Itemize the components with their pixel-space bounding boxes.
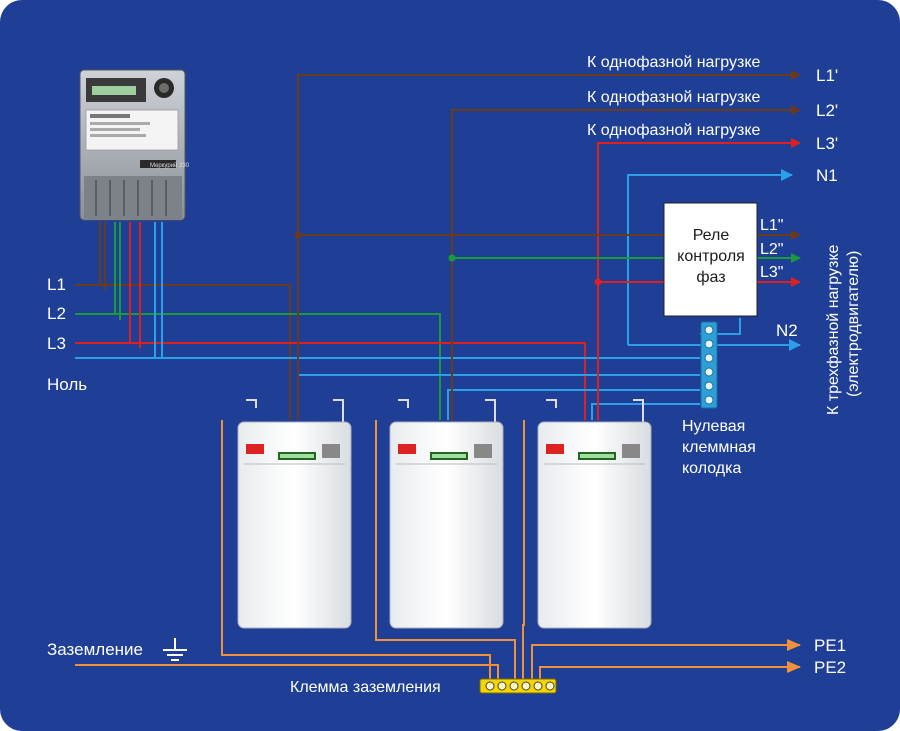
input-l1: L1 <box>47 275 66 294</box>
neutral-block-label-line3: колодка <box>682 460 741 477</box>
voltage-stabilizer-icon <box>389 399 504 629</box>
input-l2: L2 <box>47 304 66 323</box>
voltage-stabilizer-icon <box>237 399 352 629</box>
output-l1-dprime: L1" <box>760 217 783 234</box>
ground-symbol-icon <box>163 638 187 661</box>
ground-terminal-label: Клемма заземления <box>290 679 441 696</box>
relay-output-wires <box>757 230 801 287</box>
wire-l2-out <box>451 105 801 420</box>
output-wires <box>297 70 801 420</box>
relay-label-line1: Реле <box>693 227 730 244</box>
output-l3-prime: L3' <box>816 134 838 153</box>
ground-wires <box>75 420 801 680</box>
output-l3-dprime: L3" <box>760 264 783 281</box>
relay-input-wires <box>294 231 664 286</box>
wire-neutral-in <box>154 222 700 359</box>
phase-relay <box>663 202 758 317</box>
output-l1-prime: L1' <box>816 66 838 85</box>
electricity-meter-icon: Меркурий 230 <box>79 69 190 221</box>
input-grounding: Заземление <box>47 640 143 659</box>
output-l2-prime: L2' <box>816 101 838 120</box>
output-n1: N1 <box>816 166 838 185</box>
wire-l3-in <box>129 222 586 420</box>
single-phase-label-2: К однофазной нагрузке <box>587 89 761 106</box>
three-phase-load-label: К трехфазной нагрузке (электродвигателю) <box>825 245 862 416</box>
input-neutral: Ноль <box>47 375 87 394</box>
relay-label-line3: фаз <box>696 269 725 286</box>
output-n2: N2 <box>776 321 798 340</box>
wire-l3-out <box>597 138 801 420</box>
voltage-stabilizer-icon <box>537 399 652 629</box>
input-l3: L3 <box>47 334 66 353</box>
single-phase-label-1: К однофазной нагрузке <box>587 54 761 71</box>
single-phase-label-3: К однофазной нагрузке <box>587 122 761 139</box>
output-l2-dprime: L2" <box>760 241 783 258</box>
neutral-block-label-line2: клеммная <box>682 439 756 456</box>
relay-label-line2: контроля <box>677 248 745 265</box>
input-wires <box>75 222 700 420</box>
three-phase-load-line1: К трехфазной нагрузке <box>825 245 842 416</box>
neutral-terminal-block <box>700 321 718 409</box>
wire-l1-in <box>99 222 291 420</box>
three-phase-load-line2: (электродвигателю) <box>845 251 862 397</box>
wire-l1-out <box>297 70 801 420</box>
wire-l2-in <box>114 222 441 420</box>
ground-terminal-block <box>479 678 557 694</box>
output-pe2: PE2 <box>814 658 846 677</box>
meter-brand: Меркурий 230 <box>150 162 190 169</box>
output-pe1: PE1 <box>814 636 846 655</box>
neutral-block-label-line1: Нулевая <box>682 418 745 435</box>
